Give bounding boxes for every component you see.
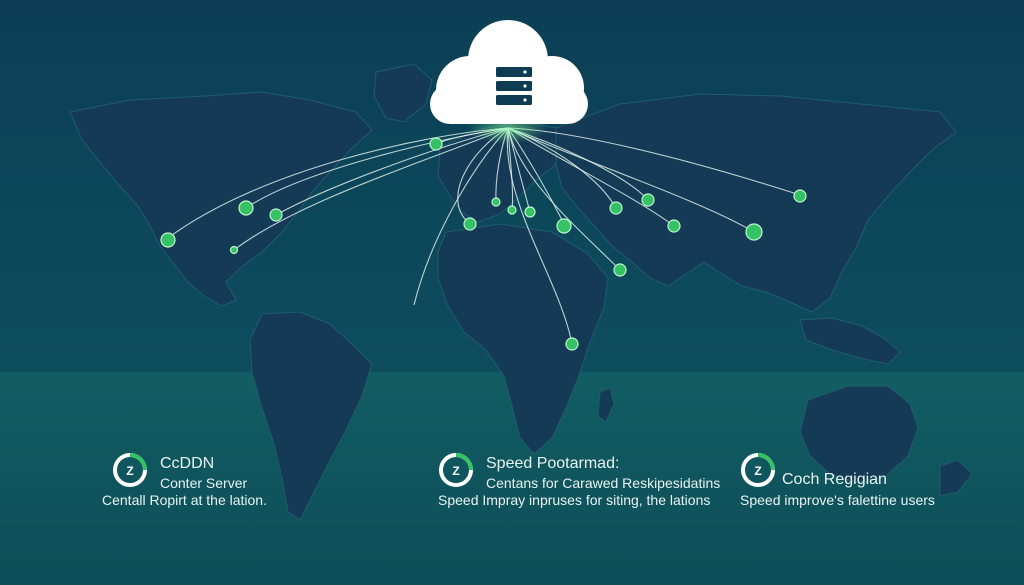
south-america bbox=[249, 311, 373, 521]
edge-node-icon bbox=[667, 219, 681, 233]
svg-text:Z: Z bbox=[452, 464, 459, 478]
speed-gauge-icon: Z bbox=[439, 453, 473, 487]
svg-text:Z: Z bbox=[754, 464, 761, 478]
edge-node-icon bbox=[613, 263, 627, 277]
server-stack-icon bbox=[496, 67, 532, 105]
legend-title: CcDDN bbox=[160, 455, 215, 472]
edge-node-icon bbox=[641, 193, 655, 207]
speed-gauge-icon: Z bbox=[741, 453, 775, 487]
speed-gauge-icon: Z bbox=[113, 453, 147, 487]
edge-node-icon bbox=[609, 201, 623, 215]
edge-node-icon bbox=[229, 245, 239, 255]
legend-title: Coch Regigian bbox=[782, 471, 887, 488]
legend-line2: Speed Impray inpruses for siting, the la… bbox=[438, 492, 711, 508]
edge-node-icon bbox=[463, 217, 477, 231]
edge-node-icon bbox=[269, 208, 283, 222]
edge-node-icon bbox=[565, 337, 579, 351]
legend-title: Speed Pootarmad: bbox=[486, 455, 620, 472]
asia bbox=[555, 93, 957, 313]
edge-node-icon bbox=[556, 218, 572, 234]
edge-node-icon bbox=[745, 223, 763, 241]
greenland bbox=[373, 63, 433, 123]
legend-speed: Z Speed Pootarmad: Centans for Carawed R… bbox=[438, 452, 738, 512]
edge-node-icon bbox=[524, 206, 536, 218]
legend-line2: Speed improve's falettine users bbox=[740, 492, 935, 508]
north-america bbox=[69, 91, 373, 307]
africa bbox=[437, 223, 609, 455]
australia bbox=[799, 385, 919, 483]
edge-node-icon bbox=[429, 137, 443, 151]
edge-node-icon bbox=[160, 232, 176, 248]
edge-node-icon bbox=[793, 189, 807, 203]
cloud-icon bbox=[430, 20, 588, 124]
svg-text:Z: Z bbox=[126, 464, 133, 478]
edge-node-icon bbox=[491, 197, 501, 207]
edge-nodes bbox=[160, 137, 807, 351]
legend-line1: Centans for Carawed Reskipesidatins bbox=[486, 475, 721, 491]
legend-region: Z Coch Regigian Speed improve's falettin… bbox=[740, 452, 940, 512]
edge-node-icon bbox=[238, 200, 254, 216]
new-zealand bbox=[939, 459, 973, 497]
edge-node-icon bbox=[507, 205, 517, 215]
legend-line2: Centall Ropirt at the lation. bbox=[102, 492, 267, 508]
legend-cdn: Z CcDDN Conter Server Centall Ropirt at … bbox=[102, 452, 312, 512]
madagascar bbox=[597, 387, 615, 423]
southeast-asia-islands bbox=[799, 317, 901, 365]
legend-line1: Conter Server bbox=[160, 475, 248, 491]
continents bbox=[69, 63, 973, 521]
